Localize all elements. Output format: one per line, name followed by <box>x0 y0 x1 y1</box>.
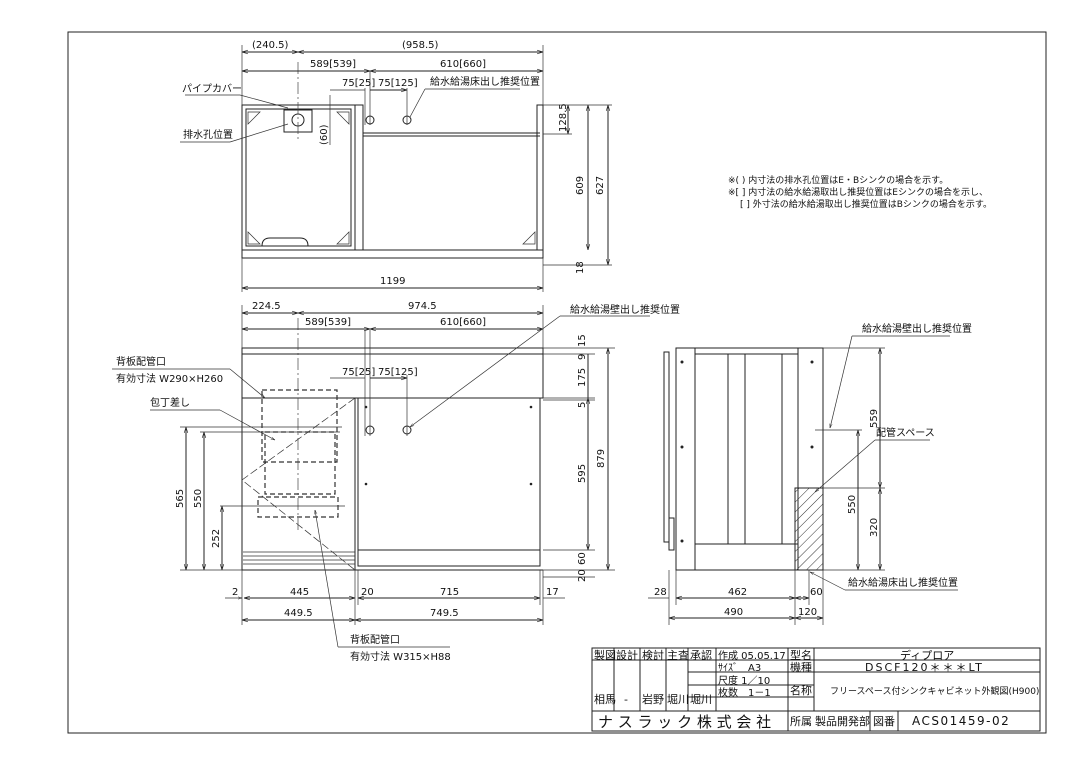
top-view: (240.5) (958.5) 589[539] 610[660] 75[25]… <box>180 40 612 292</box>
notes: ※( ) 内寸法の排水孔位置はE・Bシンクの場合を示す。 ※[ ] 内寸法の給水… <box>728 174 992 210</box>
label-back-port-1: 背板配管口 <box>116 355 166 368</box>
note-3: [ ] 外寸法の給水給湯取出し推奨位置はBシンクの場合を示す。 <box>740 198 992 210</box>
dim-449-5: 449.5 <box>284 608 313 619</box>
dim-75a-front: 75[25] <box>342 367 375 378</box>
tb-model: ディプロア <box>900 648 954 662</box>
tb-scale: 尺度 1／10 <box>718 674 770 687</box>
tb-h-check: 検討 <box>642 648 664 662</box>
dim-75b: 75[125] <box>378 78 418 89</box>
dim-28: 28 <box>654 587 667 598</box>
tb-sign-design: - <box>624 693 628 706</box>
label-pipe-space: 配管スペース <box>876 426 935 439</box>
dim-120: 120 <box>798 607 817 618</box>
dim-589: 589[539] <box>310 59 356 70</box>
tb-sign-draw: 相馬 <box>594 693 616 706</box>
dim-1199: 1199 <box>380 276 405 287</box>
front-view: 224.5 974.5 589[539] 610[660] 75[25] 75[… <box>112 301 680 663</box>
dim-462: 462 <box>728 587 747 598</box>
label-knife-holder: 包丁差し <box>150 396 190 409</box>
label-floor-outlet-top: 給水給湯床出し推奨位置 <box>430 75 540 88</box>
tb-size: ｻｲｽﾞ A3 <box>718 662 761 674</box>
dim-240-5: (240.5) <box>252 40 289 51</box>
title-block: 製図 設計 検討 主査 承認 作成 05.05.17 ｻｲｽﾞ A3 尺度 1／… <box>591 647 1041 732</box>
label-wall-outlet-side: 給水給湯壁出し推奨位置 <box>862 322 972 335</box>
tb-name: フリースペース付シンクキャビネット外観図(H900) <box>830 685 1039 697</box>
dim-565: 565 <box>175 489 186 508</box>
dim-627: 627 <box>595 176 606 195</box>
dim-75a: 75[25] <box>342 78 375 89</box>
dim-589-front: 589[539] <box>305 317 351 328</box>
note-2: ※[ ] 内寸法の給水給湯取出し推奨位置はEシンクの場合を示し、 <box>728 186 988 198</box>
dim-5: 5 <box>577 402 588 408</box>
dim-60: (60) <box>319 124 330 145</box>
dim-15: 15 <box>577 334 588 347</box>
dim-490: 490 <box>724 607 743 618</box>
tb-dwg-label: 図番 <box>873 715 895 728</box>
dim-128-5: 128.5 <box>558 103 569 132</box>
dim-224-5: 224.5 <box>252 301 281 312</box>
dim-974-5: 974.5 <box>408 301 437 312</box>
label-pipe-cover: パイプカバー <box>182 83 242 95</box>
dim-715: 715 <box>440 587 459 598</box>
dim-445: 445 <box>290 587 309 598</box>
dim-879: 879 <box>596 449 607 468</box>
tb-dept: 製品開発部 <box>815 714 870 728</box>
label-back-port-2-size: 有効寸法 W315×H88 <box>350 650 451 663</box>
tb-model-label: 型名 <box>790 648 812 662</box>
tb-sign-approve: 堀川 <box>690 693 712 706</box>
dim-75b-front: 75[125] <box>378 367 418 378</box>
pipe-space-hatch <box>794 487 824 571</box>
tb-dwg-number: ACS01459-02 <box>912 714 1010 728</box>
label-back-port-1-size: 有効寸法 W290×H260 <box>116 372 223 385</box>
dim-20-bottom: 20 <box>361 587 374 598</box>
note-1: ※( ) 内寸法の排水孔位置はE・Bシンクの場合を示す。 <box>728 174 948 186</box>
tb-dept-label: 所属 <box>790 715 812 728</box>
dim-610: 610[660] <box>440 59 486 70</box>
tb-created: 作成 05.05.17 <box>718 650 786 662</box>
tb-h-approve: 承認 <box>690 648 712 662</box>
dim-9: 9 <box>577 354 588 360</box>
dim-595: 595 <box>577 464 588 483</box>
label-floor-outlet-side: 給水給湯床出し推奨位置 <box>848 576 958 589</box>
side-view: 559 320 550 28 462 60 490 120 給水給湯壁出し推奨位… <box>648 322 972 625</box>
tb-h-draw: 製図 <box>594 648 616 662</box>
sheet-border <box>67 31 1047 734</box>
dim-20: 20 <box>577 569 588 582</box>
tb-h-chief: 主査 <box>667 648 689 662</box>
label-drain-hole: 排水孔位置 <box>183 128 233 141</box>
label-back-port-2: 背板配管口 <box>350 633 400 646</box>
tb-h-design: 設計 <box>616 648 638 662</box>
dim-17: 17 <box>546 587 559 598</box>
tb-name-label: 名称 <box>790 683 812 697</box>
dim-60-front: 60 <box>577 552 588 565</box>
tb-type: DSCF120＊＊＊LT <box>865 661 984 674</box>
tb-sheets: 枚数 1－1 <box>718 686 771 699</box>
dim-60-side: 60 <box>810 587 823 598</box>
dim-749-5: 749.5 <box>430 608 459 619</box>
tb-company: ナ ス ラ ッ ク 株 式 会 社 <box>598 713 771 731</box>
dim-18: 18 <box>575 261 586 274</box>
dim-609: 609 <box>575 176 586 195</box>
dim-610-front: 610[660] <box>440 317 486 328</box>
dim-252: 252 <box>211 529 222 548</box>
tb-sign-chief: 堀川 <box>667 693 689 706</box>
dim-320: 320 <box>869 518 880 537</box>
dim-559: 559 <box>869 409 880 428</box>
tb-type-label: 機種 <box>790 660 812 674</box>
dim-550-side: 550 <box>847 495 858 514</box>
tb-sign-check: 岩野 <box>642 692 664 706</box>
dim-175: 175 <box>577 368 588 387</box>
label-wall-outlet-front: 給水給湯壁出し推奨位置 <box>570 303 680 316</box>
dim-958-5: (958.5) <box>402 40 439 51</box>
dim-550-front: 550 <box>193 489 204 508</box>
dim-2: 2 <box>232 587 238 598</box>
